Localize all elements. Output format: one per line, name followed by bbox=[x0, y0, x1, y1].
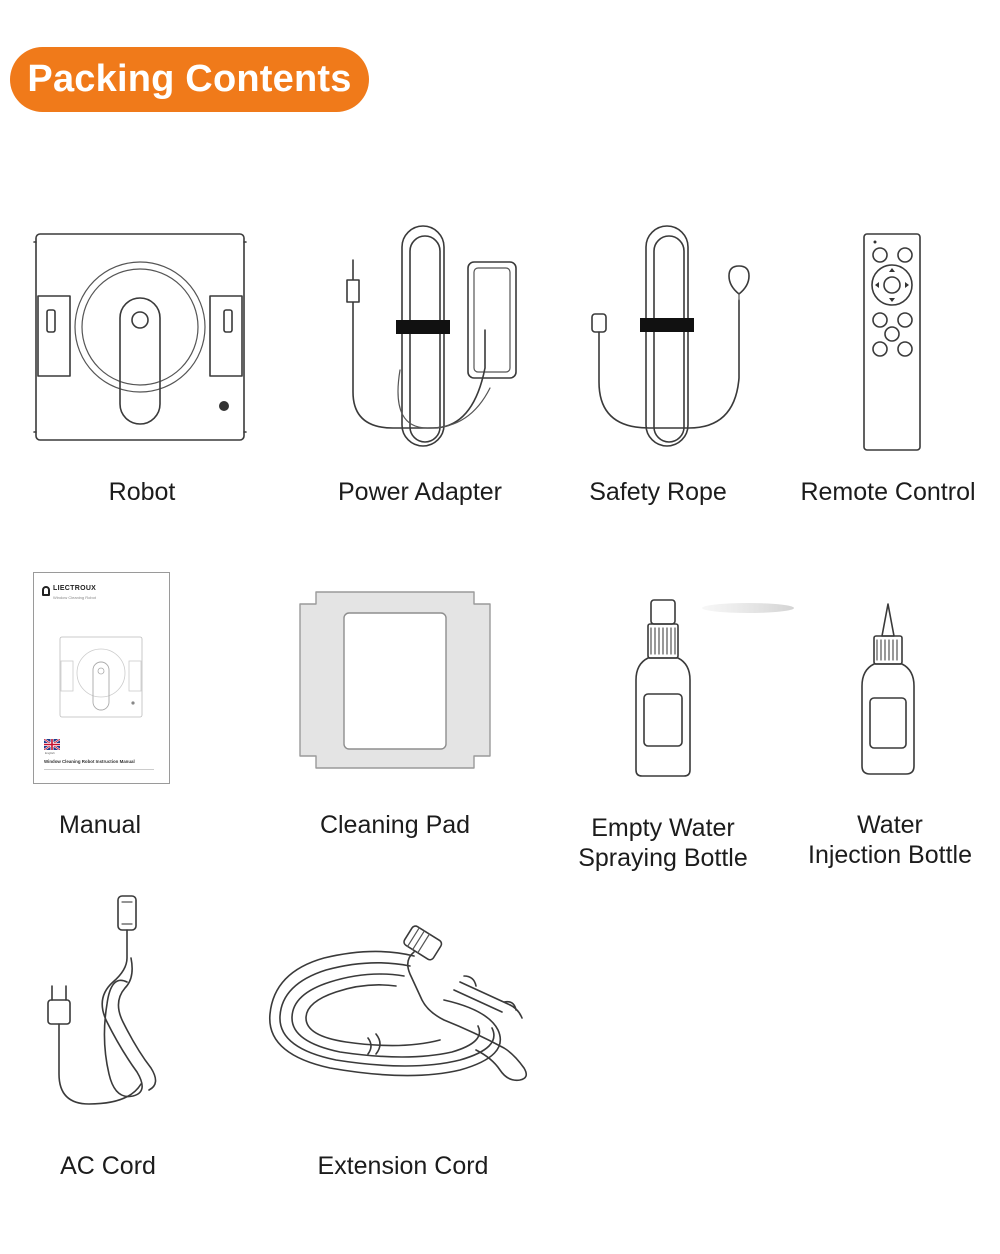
extension-cord-icon bbox=[269, 925, 528, 1082]
item-label-ac-cord: AC Cord bbox=[60, 1152, 156, 1180]
item-label-injection-bottle-line-1: Water bbox=[857, 811, 923, 839]
remote-control-icon bbox=[863, 233, 921, 451]
cleaning-pad-icon bbox=[299, 591, 491, 769]
item-label-spray-bottle-line-1: Empty Water bbox=[591, 814, 735, 842]
item-label-power-adapter: Power Adapter bbox=[338, 478, 502, 506]
item-label-cleaning-pad: Cleaning Pad bbox=[319, 811, 471, 839]
uk-flag-icon bbox=[44, 739, 60, 750]
window-robot-icon bbox=[33, 233, 247, 441]
manual-brand: LIECTROUX bbox=[53, 585, 97, 592]
item-label-extension-cord: Extension Cord bbox=[317, 1152, 489, 1180]
manual-language: English bbox=[45, 751, 55, 755]
manual-subtitle: Window Cleaning Robot bbox=[53, 595, 96, 600]
page-title-badge: Packing Contents bbox=[10, 47, 369, 112]
spray-bottle-icon bbox=[635, 599, 794, 777]
item-label-robot: Robot bbox=[108, 478, 176, 506]
power-adapter-icon bbox=[346, 225, 517, 447]
item-label-safety-rope: Safety Rope bbox=[589, 478, 727, 506]
manual-fine-print-line bbox=[44, 769, 154, 770]
item-label-injection-bottle-line-2: Injection Bottle bbox=[808, 841, 972, 869]
item-label-spray-bottle-line-2: Spraying Bottle bbox=[578, 844, 748, 872]
manual-doc-title: Window Cleaning Robot Instruction Manual bbox=[44, 759, 135, 764]
item-label-injection-bottle: Water Injection Bottle bbox=[784, 810, 996, 870]
manual-booklet-icon: LIECTROUX Window Cleaning Robot English … bbox=[33, 572, 170, 784]
ac-cord-icon bbox=[47, 895, 157, 1105]
item-label-remote-control: Remote Control bbox=[800, 478, 976, 506]
item-label-manual: Manual bbox=[59, 811, 141, 839]
item-label-spray-bottle: Empty Water Spraying Bottle bbox=[556, 813, 770, 873]
manual-robot-illustration bbox=[59, 636, 143, 718]
safety-rope-icon bbox=[591, 225, 750, 447]
injection-bottle-icon bbox=[861, 603, 915, 775]
